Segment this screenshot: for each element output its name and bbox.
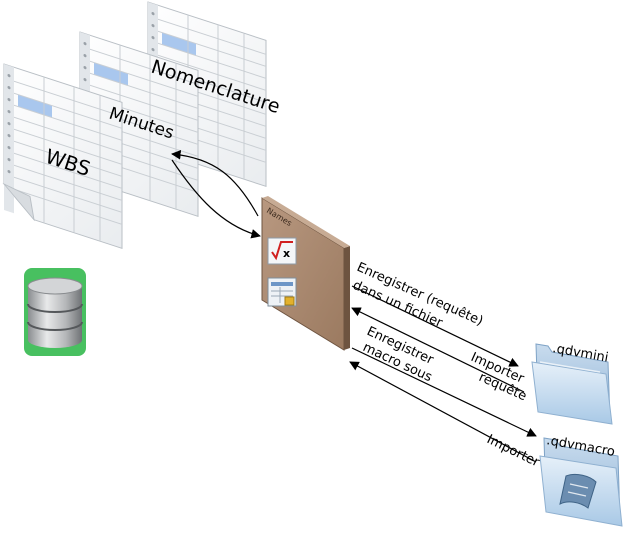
minutes-names-arrow-down xyxy=(171,159,261,239)
save-macro-arrow xyxy=(351,347,537,437)
formula-icon: x xyxy=(267,237,297,265)
svg-text:x: x xyxy=(283,247,290,260)
database-icon xyxy=(24,268,86,356)
sheet-wbs xyxy=(2,63,123,250)
save-query-arrow xyxy=(351,285,519,367)
import-query-arrow xyxy=(351,307,525,393)
folder-qdvmini-icon xyxy=(531,343,613,425)
scroll-icon xyxy=(559,473,597,509)
label-import-macro: Importer xyxy=(484,432,542,471)
table-edit-icon xyxy=(267,277,297,307)
names-panel: Names x xyxy=(261,196,350,351)
import-macro-arrow xyxy=(349,361,537,463)
folder-qdvmacro-icon xyxy=(539,437,623,527)
minutes-names-arrow-up xyxy=(171,150,259,217)
